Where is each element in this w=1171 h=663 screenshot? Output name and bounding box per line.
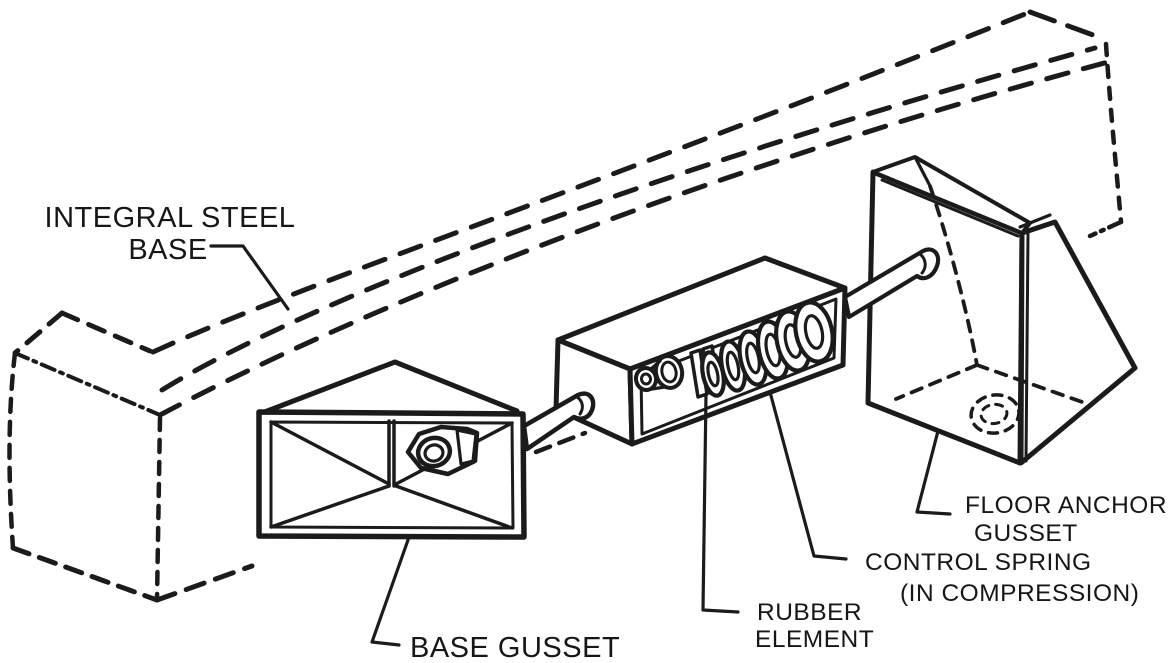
rod-left-body [521, 391, 596, 452]
floor-gusset-plate-thickness-line [880, 178, 1020, 238]
beam-left-bottom-edge [10, 545, 160, 603]
spring-housing [553, 255, 848, 447]
leader-rubber-element [701, 392, 740, 614]
rod-right-end-curve [918, 252, 927, 275]
floor-gusset-corner-facet [871, 155, 931, 186]
beam-right-bevel-edge [1027, 9, 1107, 42]
control-spring-coil [700, 300, 835, 398]
beam-left-end-edge [7, 350, 18, 551]
label-integral-steel-base-line2: BASE [128, 234, 207, 266]
diagram-labels: INTEGRAL STEEL BASE BASE GUSSET RUBBER E… [45, 202, 1167, 663]
spring-coil-2-inner [725, 350, 741, 382]
rod-left-end-curve [575, 395, 584, 416]
beam-left-corner-edge [59, 310, 153, 354]
beam-ridge-edge [157, 59, 1111, 418]
floor-gusset-hidden-edge-left [894, 363, 979, 401]
hex-nut-facet [455, 428, 478, 466]
label-control-spring-line1: CONTROL SPRING [865, 549, 1092, 576]
label-rubber-element-line2: ELEMENT [755, 626, 874, 653]
leader-lines [209, 244, 952, 647]
label-floor-anchor-gusset-line2: GUSSET [974, 520, 1078, 547]
base-gusset [256, 359, 527, 540]
leader-floor-anchor-gusset [915, 429, 952, 516]
control-rod-left [521, 391, 596, 452]
integral-steel-base-outline [7, 9, 1124, 603]
label-floor-anchor-gusset-line1: FLOOR ANCHOR [965, 492, 1167, 519]
beam-right-bottom-edge [1087, 219, 1124, 239]
spring-coil-1-inner [706, 360, 720, 388]
base-gusset-funnel-top-left [269, 420, 391, 486]
base-gusset-funnel-bottom-right [394, 484, 514, 530]
floor-gusset-right-plate [1018, 219, 1138, 466]
label-rubber-element-line1: RUBBER [757, 599, 862, 626]
rubber-element-side-top [649, 359, 662, 371]
rod-end-ring-inner [639, 372, 653, 386]
leader-base-gusset [370, 538, 410, 647]
anchor-bolt-hole-outer [969, 393, 1021, 435]
base-gusset-back-plate-fill [262, 362, 517, 413]
leader-integral-steel-base [209, 244, 290, 311]
floor-gusset-hidden-edge-vertical [928, 184, 979, 367]
floor-gusset-right-top-strip [1018, 213, 1052, 229]
hex-nut [405, 424, 480, 477]
label-base-gusset: BASE GUSSET [410, 632, 620, 663]
beam-mid-top-edge [159, 45, 1098, 393]
beam-right-end-edge [1103, 41, 1124, 225]
beam-hidden-diagonal-edge [13, 351, 162, 417]
beam-front-left-edge [154, 415, 163, 603]
rubber-element-body-inner [660, 360, 678, 384]
beam-bottom-front-edge-mid [533, 430, 588, 455]
leader-control-spring [768, 390, 848, 561]
floor-anchor-gusset [865, 155, 1138, 466]
rod-right-body [842, 247, 941, 320]
beam-left-bevel-edge [12, 310, 65, 356]
anchor-bolt-hole-inner [979, 402, 1009, 426]
floor-gusset-fold-line [1024, 231, 1030, 463]
label-integral-steel-base-line1: INTEGRAL STEEL [45, 202, 296, 234]
hex-nut-hole-inner [423, 443, 445, 463]
spring-coil-6-inner [803, 314, 825, 350]
base-gusset-funnel-bottom-left [269, 484, 391, 529]
beam-bottom-front-edge-left [154, 563, 255, 603]
base-gusset-back-plate-edges [259, 359, 520, 416]
control-rod-right [842, 247, 941, 320]
floor-gusset-hidden-edge-right [975, 363, 1090, 406]
label-control-spring-line2: (IN COMPRESSION) [900, 580, 1139, 607]
beam-far-top-edge [150, 9, 1033, 355]
